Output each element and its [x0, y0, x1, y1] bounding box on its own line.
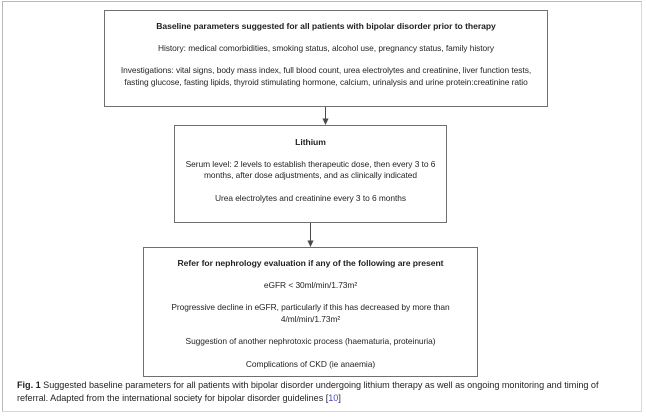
figure-frame: Baseline parameters suggested for all pa…	[2, 1, 642, 412]
node-lithium-title: Lithium	[295, 137, 326, 147]
node-referral-criterion-nephrotoxic: Suggestion of another nephrotoxic proces…	[185, 336, 436, 347]
node-lithium-line-serum-level: Serum level: 2 levels to establish thera…	[185, 159, 436, 181]
flowchart-diagram: Baseline parameters suggested for all pa…	[3, 2, 643, 377]
citation-link-10[interactable]: 10	[328, 392, 339, 403]
node-referral-criterion-egfr: eGFR < 30ml/min/1.73m²	[263, 280, 358, 290]
flowchart-node-referral: Refer for nephrology evaluation if any o…	[143, 247, 478, 377]
node-baseline-line-investigations: Investigations: vital signs, body mass i…	[120, 65, 532, 87]
spacer	[154, 291, 467, 302]
spacer	[154, 325, 467, 336]
figure-caption-text: Suggested baseline parameters for all pa…	[17, 380, 599, 403]
figure-caption: Fig. 1 Suggested baseline parameters for…	[17, 379, 623, 404]
node-lithium-line-urea: Urea electrolytes and creatinine every 3…	[214, 192, 407, 203]
flowchart-node-baseline: Baseline parameters suggested for all pa…	[104, 10, 548, 107]
flowchart-node-lithium: Lithium Serum level: 2 levels to establi…	[174, 125, 447, 223]
figure-caption-text-after: ]	[338, 392, 341, 403]
spacer	[114, 32, 538, 43]
node-baseline-title: Baseline parameters suggested for all pa…	[156, 21, 496, 31]
spacer	[183, 148, 438, 159]
spacer	[183, 182, 438, 193]
node-referral-title: Refer for nephrology evaluation if any o…	[177, 258, 444, 268]
node-baseline-line-history: History: medical comorbidities, smoking …	[157, 43, 495, 53]
spacer	[154, 348, 467, 359]
node-referral-criterion-ckd: Complications of CKD (ie anaemia)	[245, 358, 376, 369]
spacer	[154, 269, 467, 280]
figure-caption-label: Fig. 1	[17, 380, 41, 390]
arrow-baseline-to-lithium-icon	[320, 107, 331, 125]
node-referral-criterion-progressive-decline: Progressive decline in eGFR, particularl…	[171, 302, 450, 324]
spacer	[114, 54, 538, 65]
arrow-lithium-to-refer-icon	[305, 223, 316, 247]
